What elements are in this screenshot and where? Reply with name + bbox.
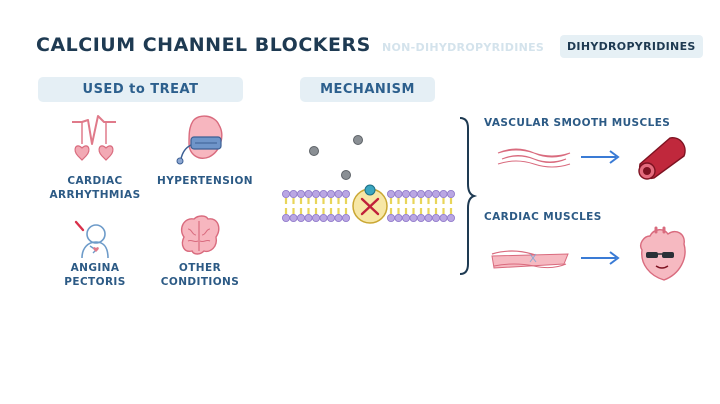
phospholipid-head bbox=[289, 214, 298, 223]
tab-non-dihydropyridines[interactable]: NON-DIHYDROPYRIDINES bbox=[382, 41, 545, 54]
condition-label-line: CONDITIONS bbox=[160, 276, 240, 288]
target-vascular-smooth-muscles-label: VASCULAR SMOOTH MUSCLES bbox=[484, 117, 671, 129]
phospholipid-head bbox=[327, 190, 336, 199]
relaxed-heart-icon bbox=[640, 226, 686, 281]
phospholipid-head bbox=[446, 214, 455, 223]
phospholipid-head bbox=[424, 190, 433, 199]
phospholipid-head bbox=[304, 190, 313, 199]
target-cardiac-muscles-label: CARDIAC MUSCLES bbox=[484, 211, 602, 223]
calcium-ion bbox=[353, 135, 363, 145]
phospholipid-head bbox=[402, 214, 411, 223]
phospholipid-head bbox=[402, 190, 411, 199]
bracket bbox=[459, 117, 478, 275]
used-to-treat-heading: USED to TREAT bbox=[38, 77, 243, 102]
channel-blocker-molecule bbox=[364, 184, 376, 196]
condition-angina-pectoris: ANGINA PECTORIS bbox=[40, 261, 150, 289]
condition-label-line: OTHER bbox=[178, 262, 222, 274]
condition-hypertension: HYPERTENSION bbox=[150, 174, 260, 188]
tab-dihydropyridines[interactable]: DIHYDROPYRIDINES bbox=[560, 35, 703, 58]
cell-membrane-diagram bbox=[282, 135, 455, 224]
phospholipid-head bbox=[416, 214, 425, 223]
phospholipid-head bbox=[296, 214, 305, 223]
phospholipid-head bbox=[446, 190, 455, 199]
phospholipid-head bbox=[327, 214, 336, 223]
calcium-ion bbox=[341, 170, 351, 180]
cardiac-muscle-fibers-icon bbox=[491, 250, 569, 269]
phospholipid-head bbox=[387, 214, 396, 223]
phospholipid-head bbox=[342, 190, 351, 199]
phospholipid-head bbox=[296, 190, 305, 199]
condition-label-line: PECTORIS bbox=[64, 276, 126, 288]
blocked-x-icon bbox=[360, 197, 380, 216]
phospholipid-head bbox=[319, 190, 328, 199]
phospholipid-head bbox=[282, 190, 290, 199]
arrow-right-icon bbox=[581, 251, 620, 265]
phospholipid-head bbox=[334, 214, 343, 223]
phospholipid-head bbox=[282, 214, 290, 223]
lipid-bilayer bbox=[282, 190, 455, 223]
condition-other-conditions: OTHER CONDITIONS bbox=[145, 261, 255, 289]
phospholipid-head bbox=[394, 214, 403, 223]
phospholipid-head bbox=[431, 214, 440, 223]
phospholipid-head bbox=[319, 214, 328, 223]
condition-label-line: ARRHYTHMIAS bbox=[49, 189, 141, 201]
condition-label-line: ANGINA bbox=[70, 262, 120, 274]
calcium-ion bbox=[309, 146, 319, 156]
phospholipid-head bbox=[289, 190, 298, 199]
phospholipid-head bbox=[409, 214, 418, 223]
phospholipid-head bbox=[304, 214, 313, 223]
phospholipid-head bbox=[431, 190, 440, 199]
phospholipid-head bbox=[342, 214, 351, 223]
arrow-right-icon bbox=[581, 150, 620, 164]
phospholipid-head bbox=[311, 214, 320, 223]
blood-pressure-cuff-icon bbox=[176, 115, 223, 165]
brain-icon bbox=[180, 215, 220, 255]
phospholipid-head bbox=[409, 190, 418, 199]
page-title: CALCIUM CHANNEL BLOCKERS bbox=[36, 34, 371, 56]
phospholipid-head bbox=[311, 190, 320, 199]
mechanism-heading: MECHANISM bbox=[300, 77, 435, 102]
heart-rhythm-icon bbox=[72, 115, 116, 161]
phospholipid-head bbox=[424, 214, 433, 223]
phospholipid-head bbox=[439, 214, 448, 223]
phospholipid-head bbox=[439, 190, 448, 199]
phospholipid-head bbox=[334, 190, 343, 199]
condition-label-line: HYPERTENSION bbox=[157, 175, 253, 187]
condition-label-line: CARDIAC bbox=[67, 175, 123, 187]
phospholipid-head bbox=[416, 190, 425, 199]
blood-vessel-icon bbox=[638, 137, 686, 180]
phospholipid-head bbox=[394, 190, 403, 199]
smooth-muscle-cells-icon bbox=[497, 148, 571, 168]
condition-cardiac-arrhythmias: CARDIAC ARRHYTHMIAS bbox=[40, 174, 150, 202]
chest-pain-icon bbox=[74, 220, 109, 259]
phospholipid-head bbox=[387, 190, 396, 199]
